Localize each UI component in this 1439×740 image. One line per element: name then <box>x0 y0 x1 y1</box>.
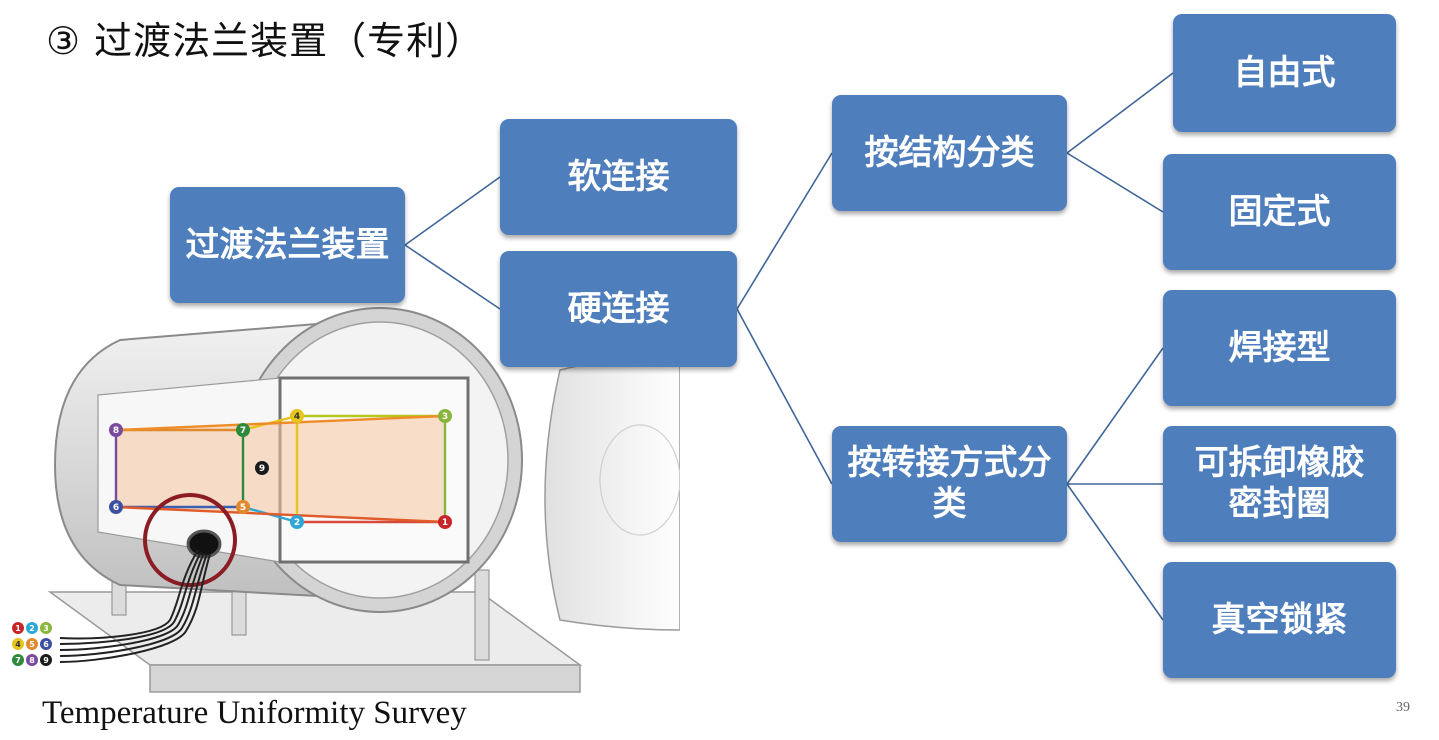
node-hard-connection: 硬连接 <box>500 251 737 367</box>
sensor-7 <box>236 423 250 437</box>
chamber-door <box>544 358 680 631</box>
node-root: 过渡法兰装置 <box>170 187 405 303</box>
sensor-3 <box>438 409 452 423</box>
flange-highlight-circle <box>143 493 237 587</box>
sensor-4 <box>290 409 304 423</box>
sensor-2 <box>290 515 304 529</box>
svg-text:7: 7 <box>240 426 246 436</box>
page-number: 39 <box>1396 700 1410 715</box>
svg-text:2: 2 <box>294 518 300 528</box>
chamber-illustration: 1 2 3 4 5 6 7 8 9 1 2 3 4 5 6 7 8 9 <box>12 307 680 693</box>
svg-text:1: 1 <box>15 624 21 633</box>
svg-text:6: 6 <box>43 640 49 649</box>
sensor-9 <box>255 461 269 475</box>
svg-text:5: 5 <box>29 640 35 649</box>
node-vacuum-lock: 真空锁紧 <box>1163 562 1396 678</box>
svg-text:3: 3 <box>442 412 448 422</box>
svg-text:6: 6 <box>113 503 119 513</box>
svg-text:5: 5 <box>240 503 246 513</box>
svg-text:2: 2 <box>29 624 35 633</box>
node-rubber-seal: 可拆卸橡胶密封圈 <box>1163 426 1396 542</box>
svg-text:1: 1 <box>442 518 448 528</box>
sensor-1 <box>438 515 452 529</box>
node-by-connection: 按转接方式分类 <box>832 426 1067 542</box>
svg-text:4: 4 <box>294 412 300 422</box>
svg-text:9: 9 <box>43 656 49 665</box>
illustration-caption: Temperature Uniformity Survey <box>42 695 467 731</box>
sensor-6 <box>109 500 123 514</box>
sensor-8 <box>109 423 123 437</box>
sensor-5 <box>236 500 250 514</box>
svg-text:8: 8 <box>113 426 119 436</box>
svg-text:9: 9 <box>259 464 265 474</box>
node-free-type: 自由式 <box>1173 14 1396 132</box>
node-soft-connection: 软连接 <box>500 119 737 235</box>
svg-text:3: 3 <box>43 624 49 633</box>
svg-text:7: 7 <box>15 656 21 665</box>
node-welded: 焊接型 <box>1163 290 1396 406</box>
node-fixed-type: 固定式 <box>1163 154 1396 270</box>
svg-text:4: 4 <box>15 640 21 649</box>
flange-port <box>186 529 222 559</box>
node-by-structure: 按结构分类 <box>832 95 1067 211</box>
svg-text:8: 8 <box>29 656 35 665</box>
slide-title: ③ 过渡法兰装置（专利） <box>46 19 485 63</box>
